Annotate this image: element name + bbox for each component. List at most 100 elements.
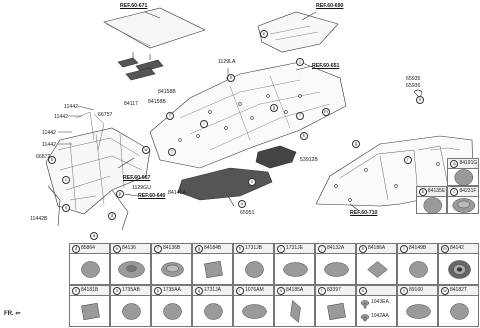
part-cell-number: 84184B: [204, 245, 222, 251]
callout-q: q: [352, 140, 360, 148]
part-cell-number: 83397: [327, 287, 341, 293]
part-illustration: [122, 303, 141, 320]
part-cell-letter: p: [154, 287, 162, 295]
part-cell-number: 84191G: [459, 160, 478, 166]
part-cell-letter: b: [418, 188, 427, 196]
part-label: 84158B: [148, 99, 166, 105]
ref-floor[interactable]: REF.60-651: [312, 63, 340, 69]
part-cell-letter: h: [236, 245, 244, 253]
callout-a: a: [90, 232, 98, 240]
part-illustration: [242, 304, 267, 319]
callout-m: m: [322, 108, 330, 116]
ref-front-lower[interactable]: REF.60-640: [138, 193, 166, 199]
part-illustration: [118, 261, 145, 278]
part-cell-number: 1735AA: [163, 287, 181, 293]
front-arrow-icon: ⇦: [15, 311, 21, 317]
part-cell-number: 84136B: [163, 245, 181, 251]
part-cell-letter: i: [277, 245, 285, 253]
part-illustration: [290, 300, 301, 323]
ref-side-panel[interactable]: REF.60-710: [350, 210, 378, 216]
part-cell-letter: c: [450, 188, 459, 196]
ref-roof[interactable]: REF.60-671: [120, 3, 148, 9]
callout-s: s: [62, 204, 70, 212]
roof-pad-1: [117, 57, 139, 68]
callout-l: l: [296, 112, 304, 120]
part-cell-number: 1731JE: [286, 245, 303, 251]
part-cell-letter: v: [400, 287, 408, 295]
part-illustration: [324, 262, 349, 277]
part-illustration: [409, 261, 428, 278]
part-cell-number: 85864: [81, 245, 95, 251]
part-cell-number: 84186A: [368, 245, 386, 251]
callout-j: j: [296, 58, 304, 66]
part-cell-letter: k: [359, 245, 367, 253]
callout-p: p: [116, 190, 124, 198]
part-cell-letter: f: [154, 245, 162, 253]
part-label: 11442: [42, 142, 57, 148]
part-cell-number: 1731JA: [204, 287, 221, 293]
part-illustration: [204, 260, 223, 279]
part-illustration: [327, 302, 346, 321]
part-cell-number: 84149B: [409, 245, 427, 251]
part-cell-letter: e: [113, 245, 121, 253]
part-illustration: [245, 261, 264, 278]
part-cell-letter: q: [195, 287, 203, 295]
part-illustration: [161, 262, 184, 277]
ref-rear-panel[interactable]: REF.60-690: [316, 3, 344, 9]
callout-v: v: [248, 178, 256, 186]
part-cell-letter: w: [441, 287, 449, 295]
part-cell-number: 1076AM: [245, 287, 264, 293]
part-label: 84158B: [158, 89, 176, 95]
part-label: 11442: [42, 130, 57, 136]
part-label: 65935: [406, 76, 421, 82]
part-illustration: [81, 302, 100, 321]
part-illustration: [283, 262, 308, 277]
part-cell-number: 1735AB: [122, 287, 140, 293]
callout-g: g: [270, 104, 278, 112]
part-label: 65951: [240, 210, 255, 216]
part-cell-letter: m: [441, 245, 449, 253]
part-cell-letter: n: [72, 287, 80, 295]
part-cell-letter: d: [72, 245, 80, 253]
ref-front-upper[interactable]: REF.60-667: [123, 175, 151, 181]
part-illustration: [360, 300, 370, 322]
part-cell-number: 84182T: [450, 287, 467, 293]
